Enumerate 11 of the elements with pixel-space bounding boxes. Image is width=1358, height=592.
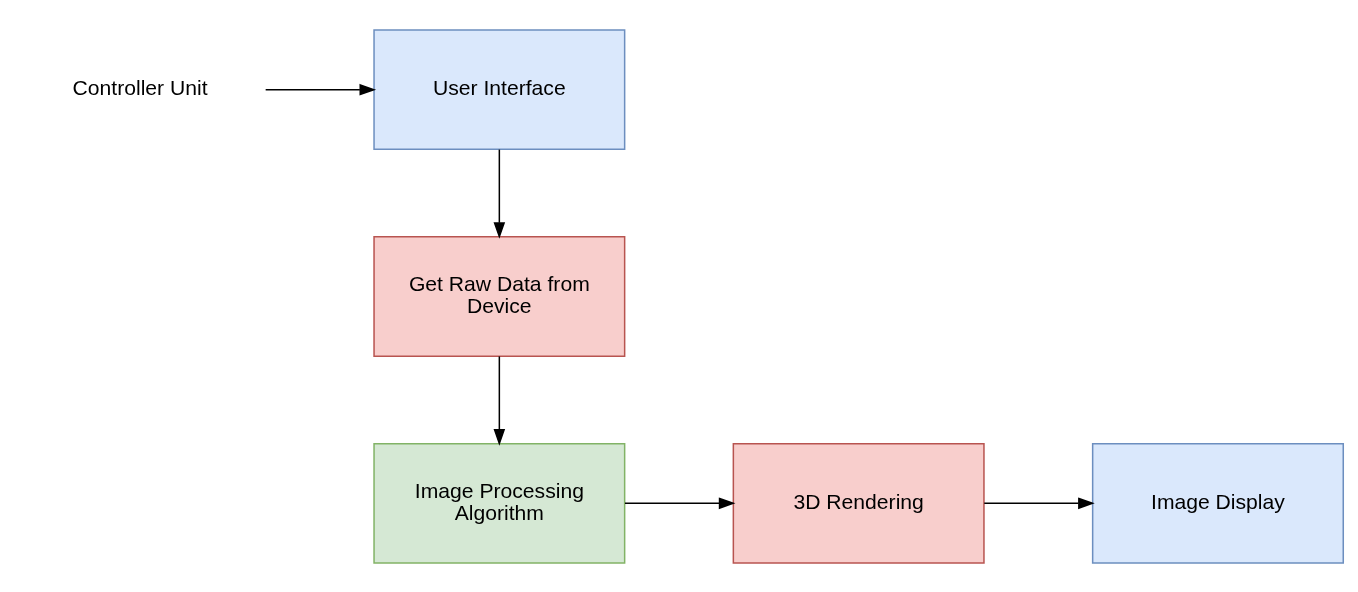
node-box: Get Raw Data from Device	[373, 235, 626, 357]
node-box: 3D Rendering	[732, 442, 985, 564]
node-box: Image Display	[1091, 442, 1345, 564]
arrow	[493, 355, 506, 446]
arrow	[624, 497, 736, 509]
node-box: User Interface	[373, 28, 626, 150]
arrow	[983, 497, 1095, 509]
arrow	[264, 83, 377, 95]
node-text: Controller Unit	[72, 75, 208, 99]
node-box: Image Processing Algorithm	[373, 442, 626, 564]
arrow	[493, 148, 506, 239]
